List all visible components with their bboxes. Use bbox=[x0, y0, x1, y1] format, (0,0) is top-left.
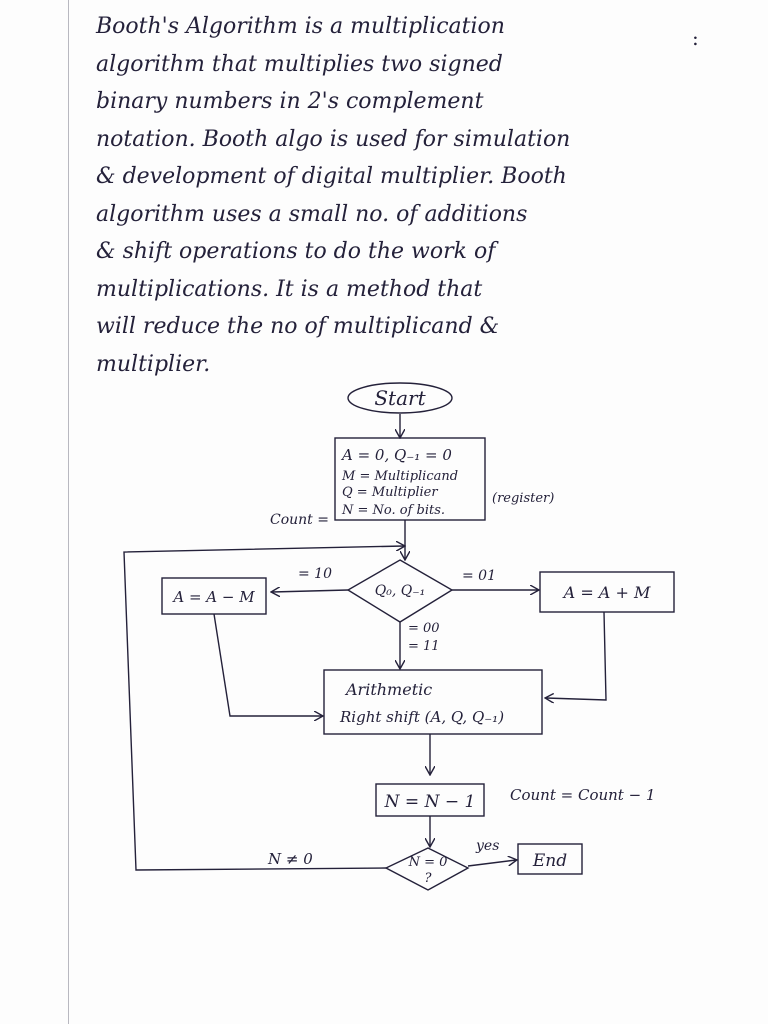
note-line: & development of digital multiplier. Boo… bbox=[96, 164, 567, 189]
arrow-sub-to-shift bbox=[213, 613, 322, 716]
init-line: A = 0, Q₋₁ = 0 bbox=[340, 446, 452, 464]
note-line: algorithm uses a small no. of additions bbox=[96, 201, 528, 227]
shift-box bbox=[323, 669, 543, 735]
decision-n-label: ? bbox=[425, 871, 433, 886]
init-line: N = No. of bits. bbox=[341, 503, 445, 518]
edge-01-label: = 01 bbox=[462, 568, 496, 584]
end-box bbox=[517, 843, 583, 875]
init-line: Q = Multiplier bbox=[342, 485, 438, 500]
note-line: & shift operations to do the work of bbox=[96, 239, 496, 264]
booth-algorithm-note: Booth's Algorithm is a multiplication al… bbox=[96, 8, 696, 383]
sub-box-label: A = A − M bbox=[171, 588, 255, 606]
count-note: Count = Count − 1 bbox=[510, 786, 655, 804]
end-label: End bbox=[532, 851, 567, 871]
edge-11-label: = 11 bbox=[408, 639, 440, 654]
note-line: binary numbers in 2's complement bbox=[96, 89, 484, 114]
note-line: notation. Booth algo is used for simulat… bbox=[96, 126, 571, 152]
edge-00-label: = 00 bbox=[408, 621, 440, 636]
start-terminal bbox=[347, 382, 453, 414]
shift-box-label: Right shift (A, Q, Q₋₁) bbox=[339, 708, 504, 726]
add-box-label: A = A + M bbox=[562, 583, 651, 602]
decision-n-diamond bbox=[384, 847, 470, 891]
shift-box-label: Arithmetic bbox=[344, 680, 432, 699]
decision-q-label: Q₀, Q₋₁ bbox=[375, 583, 425, 599]
note-line: multiplications. It is a method that bbox=[96, 276, 483, 302]
edge-no-label: N ≠ 0 bbox=[267, 850, 313, 868]
margin-mark: : bbox=[692, 26, 699, 50]
register-note: (register) bbox=[492, 491, 554, 506]
init-line: M = Multiplicand bbox=[341, 469, 458, 484]
dec-box-label: N = N − 1 bbox=[384, 792, 476, 812]
add-box bbox=[539, 571, 675, 613]
edge-10-label: = 10 bbox=[298, 566, 332, 582]
margin-line bbox=[68, 0, 69, 1024]
init-box bbox=[334, 437, 486, 521]
start-label: Start bbox=[374, 386, 426, 410]
note-line: will reduce the no of multiplicand & bbox=[96, 314, 500, 339]
note-line: multiplier. bbox=[96, 351, 211, 377]
decision-n-label: N = 0 bbox=[408, 855, 448, 870]
count-label: Count = bbox=[270, 512, 329, 528]
arrow-add-to-shift bbox=[546, 611, 607, 700]
edge-yes-label: yes bbox=[475, 838, 499, 854]
arrow-to-end bbox=[467, 860, 516, 867]
note-line: algorithm that multiplies two signed bbox=[96, 51, 503, 77]
loop-back-arrow bbox=[123, 546, 404, 871]
arrow-to-sub bbox=[272, 590, 349, 592]
note-line: Booth's Algorithm is a multiplication bbox=[96, 14, 505, 39]
